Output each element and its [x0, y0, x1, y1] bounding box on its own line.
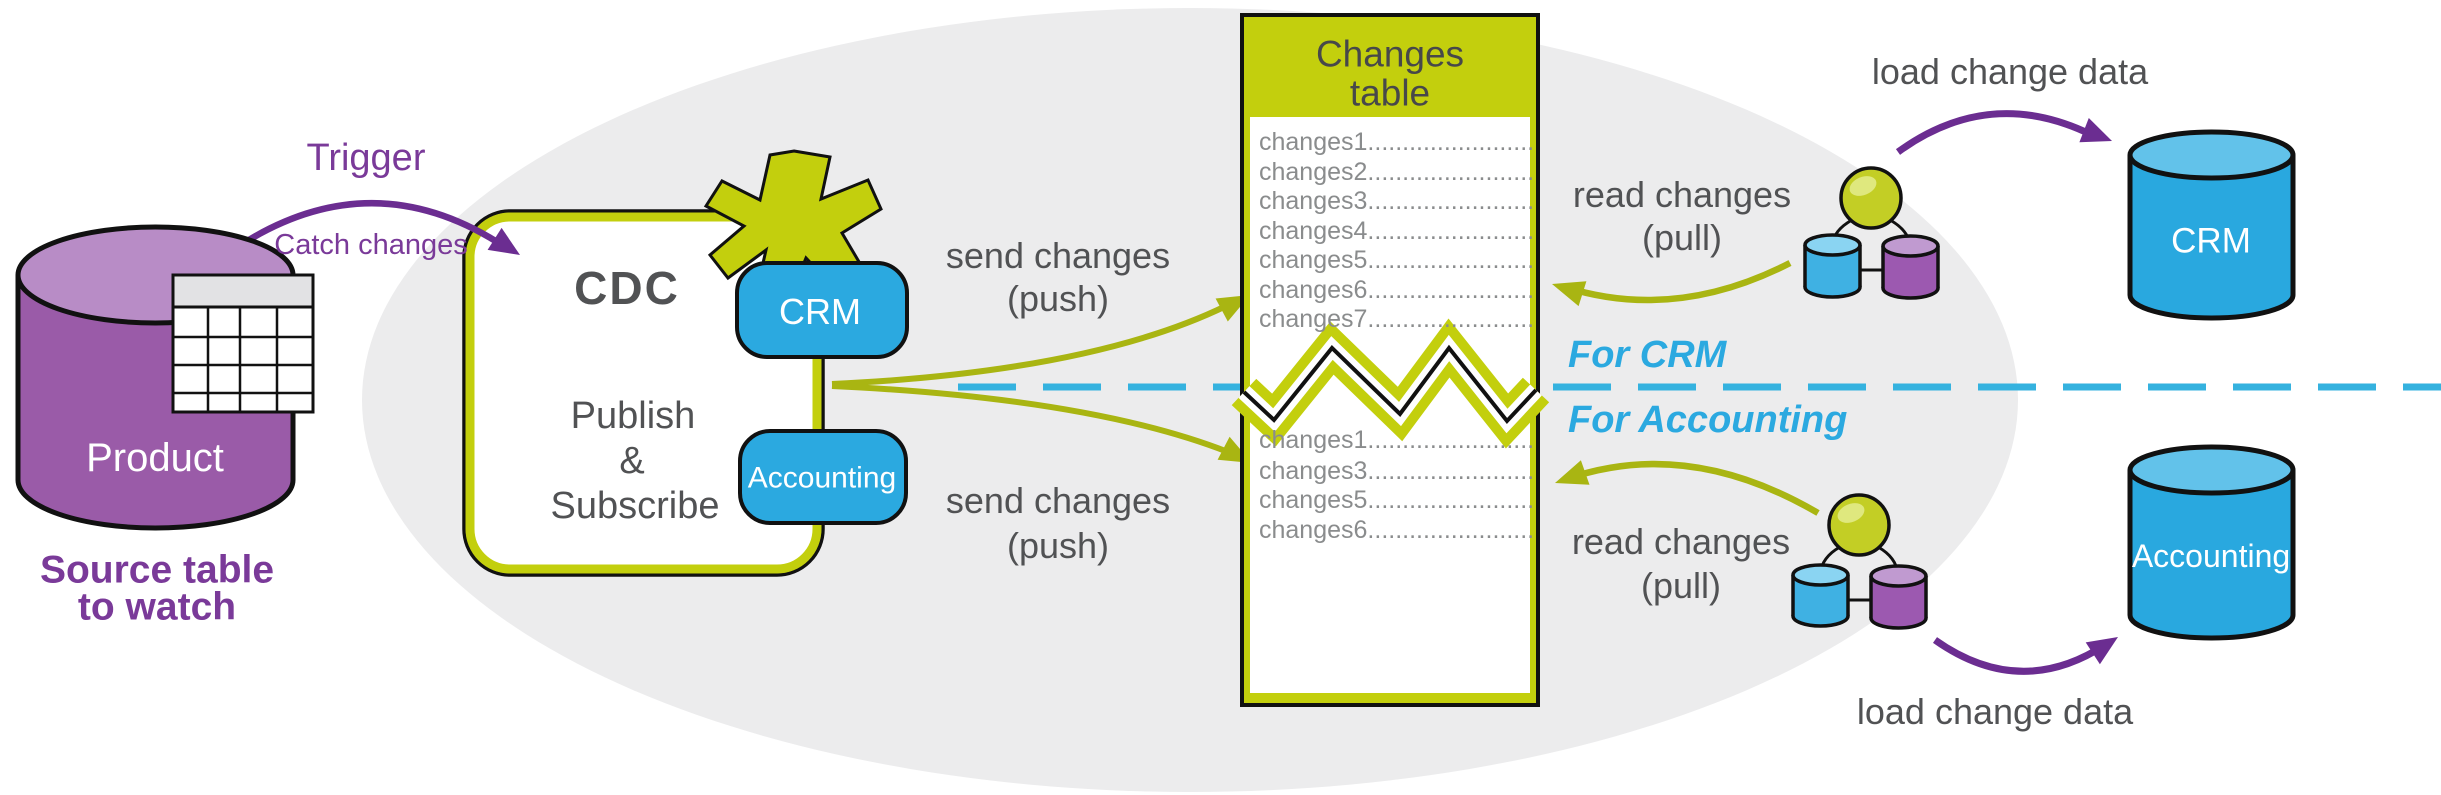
- send-changes-accounting-line2: (push): [1006, 525, 1110, 567]
- read-changes-accounting-line2: (pull): [1640, 565, 1722, 607]
- cdc-subtitle-line1: Publish: [570, 395, 696, 438]
- table-row: changes1........................: [1259, 127, 1535, 156]
- for-accounting-label: For Accounting: [1568, 399, 1848, 442]
- cdc-box: [462, 209, 825, 577]
- process-sphere-icon: [1827, 493, 1891, 557]
- crm-database-label: CRM: [2171, 221, 2251, 261]
- table-row: changes1........................: [1259, 425, 1535, 454]
- cdc-title: CDC: [574, 261, 680, 314]
- zigzag-break-icon: [1231, 318, 1550, 449]
- for-crm-label: For CRM: [1568, 334, 1727, 377]
- crm-channel-button-label: CRM: [779, 291, 861, 333]
- source-caption-line2: to watch: [77, 585, 237, 629]
- table-row: changes3........................: [1259, 186, 1535, 215]
- source-caption-line1: Source table: [39, 548, 275, 592]
- db-cylinder-blue-icon: [1803, 233, 1862, 299]
- table-row: changes5........................: [1259, 245, 1535, 274]
- trigger-arrow: [231, 200, 520, 255]
- table-row: changes7........................: [1259, 304, 1535, 333]
- db-cylinder-blue-icon: [1791, 563, 1850, 628]
- changes-table-header-line2: table: [1349, 72, 1431, 114]
- table-grid-icon: [171, 273, 315, 414]
- table-row: changes5........................: [1259, 485, 1535, 514]
- accounting-channel-button: [738, 429, 908, 525]
- read-changes-crm-line1: read changes: [1572, 174, 1792, 216]
- table-row: changes3........................: [1259, 456, 1535, 485]
- crm-database-cylinder: [2127, 129, 2296, 321]
- db-cylinder-purple-icon: [1881, 234, 1940, 300]
- accounting-database-cylinder: [2127, 444, 2296, 641]
- trigger-label: Trigger: [306, 137, 426, 180]
- accounting-channel-button-label: Accounting: [747, 461, 897, 495]
- changes-table: [1231, 13, 1550, 707]
- db-cylinder-purple-icon: [1869, 564, 1928, 630]
- cdc-subtitle-line2: &: [619, 440, 645, 483]
- product-cylinder-label: Product: [86, 436, 224, 480]
- load-arrow-crm: [1895, 110, 2112, 155]
- cdc-subtitle-line3: Subscribe: [550, 485, 720, 528]
- send-changes-accounting-line1: send changes: [945, 480, 1171, 522]
- catch-changes-label: Catch changes: [274, 228, 468, 261]
- load-change-data-crm-label: load change data: [1871, 51, 2149, 93]
- read-changes-accounting-line1: read changes: [1571, 521, 1791, 563]
- read-arrow-accounting: [1555, 460, 1820, 516]
- process-sphere-icon: [1839, 166, 1903, 230]
- accounting-database-label: Accounting: [2131, 538, 2291, 575]
- table-row: changes6........................: [1259, 515, 1535, 544]
- load-arrow-accounting: [1932, 637, 2118, 675]
- changes-table-header-line1: Changes: [1315, 33, 1465, 75]
- send-changes-crm-line1: send changes: [945, 235, 1171, 277]
- table-row: changes4........................: [1259, 216, 1535, 245]
- read-arrow-crm: [1552, 260, 1792, 307]
- table-row: changes2........................: [1259, 157, 1535, 186]
- table-row: changes6........................: [1259, 275, 1535, 304]
- send-changes-crm-line2: (push): [1006, 278, 1110, 320]
- crm-channel-button: [735, 261, 909, 359]
- reader-process-icon-accounting: [1791, 493, 1928, 630]
- read-changes-crm-line2: (pull): [1641, 217, 1723, 259]
- reader-process-icon-crm: [1803, 166, 1940, 300]
- load-change-data-accounting-label: load change data: [1856, 691, 2134, 733]
